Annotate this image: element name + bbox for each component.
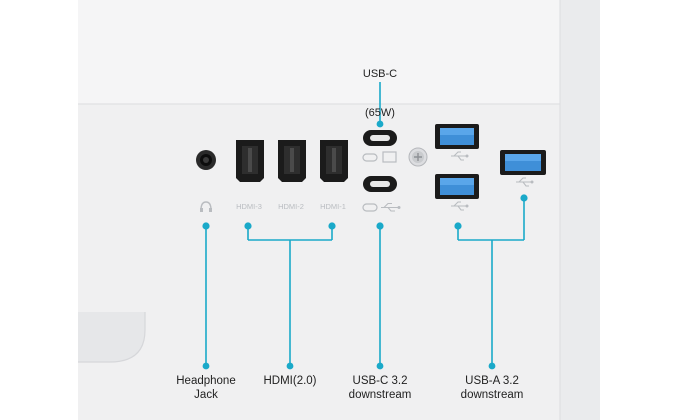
headphone-jack-port [196, 150, 216, 170]
usb-c-downstream-icon [362, 202, 401, 212]
usb-a-downstream-label-line2: downstream [460, 389, 524, 401]
ground-screw-icon [408, 147, 428, 167]
stand-cutout [78, 312, 145, 362]
headphone-jack-label-line2: Jack [194, 389, 218, 401]
callout-lines [205, 82, 525, 366]
usb-a-downstream-label-line1: USB-A 3.2 [465, 375, 519, 387]
hdmi-port-2 [278, 140, 306, 182]
usb-c-port-pd [363, 130, 397, 146]
headphone-icon [200, 201, 212, 212]
usb-c-65w-label-line2: (65W) [365, 107, 395, 119]
usb-c-downstream-label-line2: downstream [348, 389, 412, 401]
usb-a-downstream-label: USB-A 3.2 downstream [432, 374, 552, 402]
upper-panel [78, 0, 598, 104]
headphone-jack-label-line1: Headphone [176, 375, 236, 387]
usb-symbol-icon [451, 151, 469, 161]
hdmi-label: HDMI(2.0) [230, 374, 350, 388]
callout-dots [202, 120, 528, 370]
hdmi-2-marking: HDMI-2 [278, 202, 304, 211]
usb-c-downstream-label: USB-C 3.2 downstream [320, 374, 440, 402]
usb-c-65w-label-line1: USB-C [362, 68, 398, 80]
usb-symbol-icon [516, 177, 534, 187]
hdmi-port-3 [236, 140, 264, 182]
stand-cutout-edge [78, 312, 146, 363]
hdmi-port-1 [320, 140, 348, 182]
hdmi-3-marking: HDMI-3 [236, 202, 262, 211]
usb-symbol-icon [451, 201, 469, 211]
usb-a-port-right [500, 150, 546, 175]
usb-a-port-upper [435, 124, 479, 149]
thunder-display-icon [382, 151, 397, 163]
panel-right-edge [560, 0, 600, 420]
hdmi-1-marking: HDMI-1 [320, 202, 346, 211]
usb-c-downstream-label-line1: USB-C 3.2 [352, 375, 408, 387]
usb-c-65w-label: USB-C (65W) [340, 42, 420, 133]
hdmi-label-line1: HDMI(2.0) [263, 375, 317, 387]
usb-a-port-lower [435, 174, 479, 199]
usb-c-port-downstream [363, 176, 397, 192]
headphone-jack-label: Headphone Jack [146, 374, 266, 402]
usb-c-pd-icon [362, 153, 378, 162]
